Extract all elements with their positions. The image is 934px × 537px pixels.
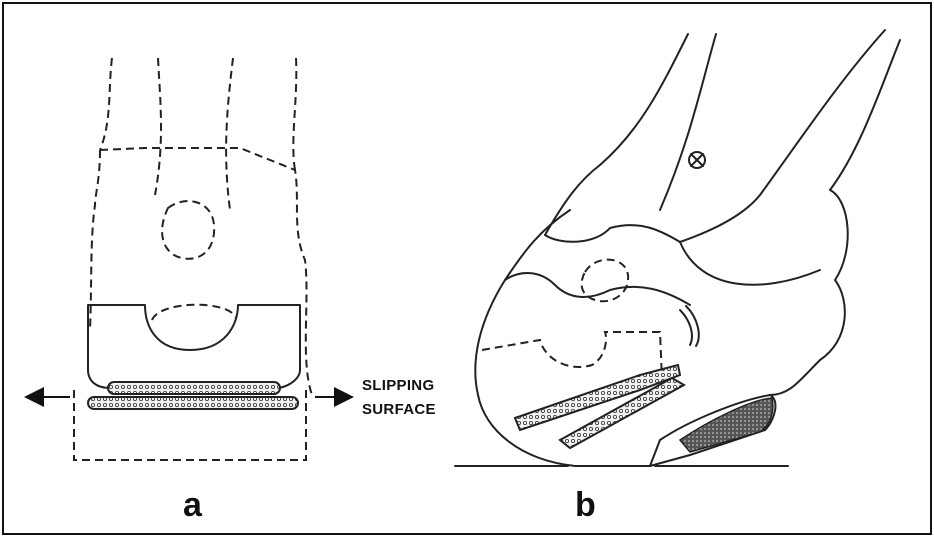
slipping-surface-label-line2: SURFACE bbox=[362, 401, 436, 418]
slipping-surface-label-line1: SLIPPING bbox=[362, 377, 434, 394]
panel-label-a: a bbox=[183, 486, 203, 524]
panel-a-front-view bbox=[24, 57, 354, 461]
panel-b-side-view bbox=[454, 29, 901, 467]
panel-label-b: b bbox=[575, 486, 596, 524]
heel-wedge-shaded bbox=[678, 397, 774, 453]
